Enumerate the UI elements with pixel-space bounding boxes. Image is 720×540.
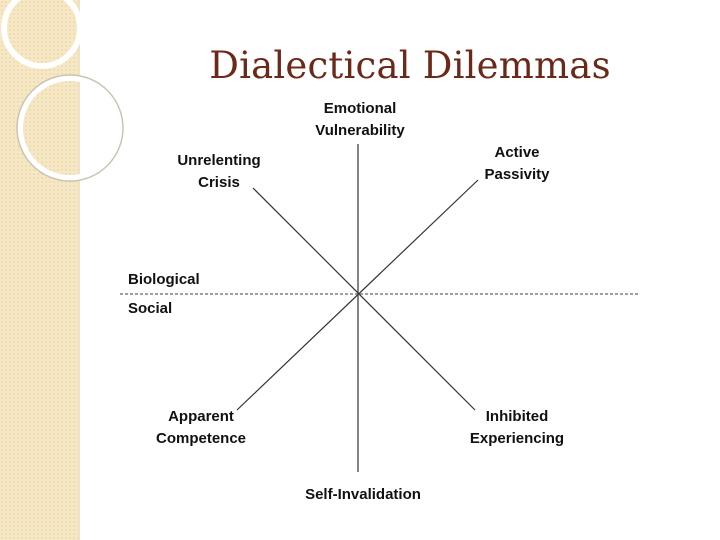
- decorative-ring-lower-edge: [16, 74, 124, 182]
- label-active-passivity: Active Passivity: [484, 144, 550, 183]
- diagonal-crisis-to-experiencing: [252, 187, 476, 411]
- slide-title: Dialectical Dilemmas: [209, 44, 611, 87]
- label-biological: Biological: [128, 271, 200, 288]
- label-unrelenting-crisis: Unrelenting Crisis: [177, 152, 261, 191]
- decorative-ring-upper: [1, 0, 83, 69]
- decorative-rings: [1, 0, 124, 182]
- label-apparent-competence: Apparent Competence: [155, 408, 247, 447]
- decorative-ring-lower: [17, 75, 123, 181]
- label-inhibited-experiencing: Inhibited Experiencing: [469, 408, 565, 447]
- label-emotional-vulnerability: Emotional Vulnerability: [315, 100, 405, 139]
- diagonal-passivity-to-competence: [236, 179, 479, 411]
- label-social: Social: [128, 300, 173, 317]
- label-self-invalidation: Self-Invalidation: [305, 486, 421, 503]
